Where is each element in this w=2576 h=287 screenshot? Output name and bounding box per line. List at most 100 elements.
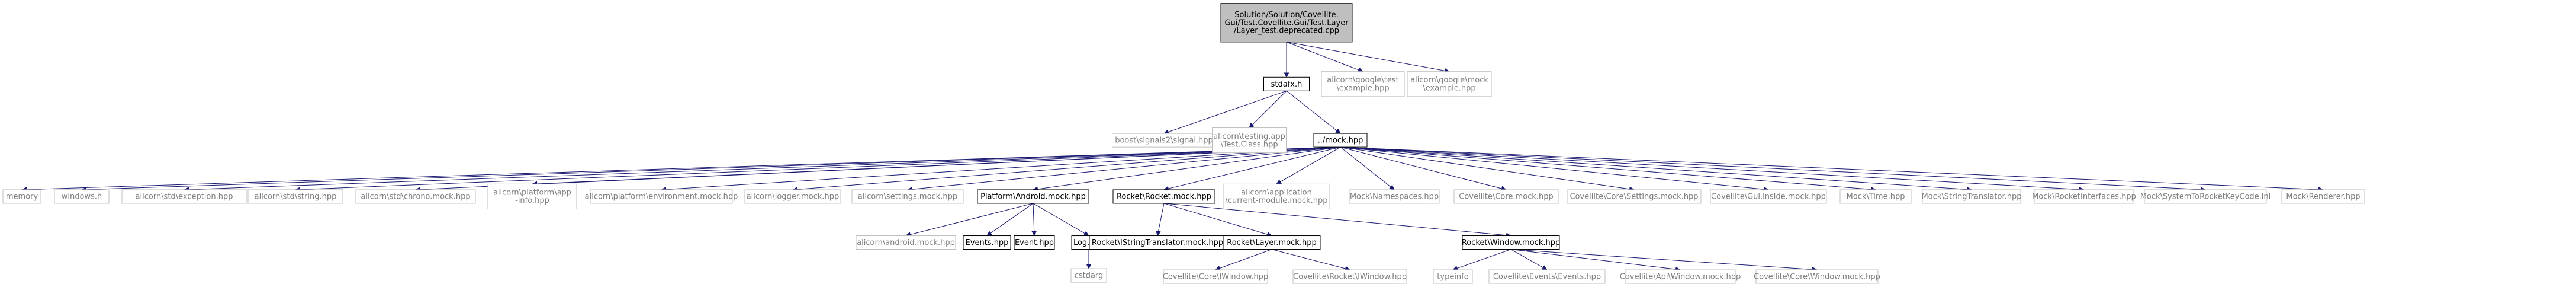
edge-mock-to-curmodule <box>1276 146 1341 184</box>
node-box-exception <box>121 189 247 204</box>
node-label-logger-line-0: alicorn\logger.mock.hpp <box>747 192 840 201</box>
node-chrono: alicorn\std\chrono.mock.hpp <box>355 189 476 204</box>
node-label-iwindowcore-line-0: Covellite\Core\IWindow.hpp <box>1163 273 1268 282</box>
node-label-istrtrans-line-0: Rocket\IStringTranslator.mock.hpp <box>1092 238 1223 247</box>
edge-mock-to-settings <box>908 146 1341 190</box>
node-mock[interactable]: ../mock.hpp <box>1313 133 1368 148</box>
edge-mock-to-renderer <box>1340 146 2323 190</box>
node-box-windows <box>54 189 110 204</box>
edge-mock-to-memory <box>22 146 1341 190</box>
edge-root-to-gtest <box>1286 42 1363 72</box>
node-curmodule: alicorn\application\current-module.mock.… <box>1223 183 1330 210</box>
node-label-iwindowrocket-line-0: Covellite\Rocket\IWindow.hpp <box>1293 273 1407 282</box>
nodes-layer: Solution/Solution/Covellite.Gui/Test.Cov… <box>2 3 2365 284</box>
node-label-appinfo-line-0: alicorn\platform\app <box>493 189 571 197</box>
edge-window-to-eventsevents <box>1510 249 1547 270</box>
node-box-appinfo <box>487 183 577 210</box>
node-renderer: Mock\Renderer.hpp <box>2281 189 2365 204</box>
node-box-gmock <box>1407 71 1492 97</box>
node-box-rocketif <box>2034 189 2134 204</box>
node-guiinside: Covellite\Gui.inside.mock.hpp <box>1710 189 1827 204</box>
node-strtrans: Mock\StringTranslator.hpp <box>1921 189 2022 204</box>
node-label-stdafx-line-0: stdafx.h <box>1271 80 1303 89</box>
edge-mock-to-windows <box>82 146 1341 190</box>
edge-stdafx-to-mock <box>1286 90 1340 133</box>
node-label-memory-line-0: memory <box>6 192 38 201</box>
edge-rocket-to-layer <box>1163 203 1272 236</box>
node-label-gtest-line-1: \example.hpp <box>1336 84 1389 93</box>
node-label-corewindow-line-0: Covellite\Core\Window.mock.hpp <box>1754 273 1880 282</box>
node-box-guiinside <box>1710 189 1827 204</box>
node-label-renderer-line-0: Mock\Renderer.hpp <box>2286 192 2360 201</box>
node-rocket[interactable]: Rocket\Rocket.mock.hpp <box>1112 189 1215 204</box>
node-box-iwindowcore <box>1163 269 1268 284</box>
node-stdafx[interactable]: stdafx.h <box>1263 76 1310 91</box>
node-label-eventsevents-line-0: Covellite\Events\Events.hpp <box>1493 273 1601 282</box>
node-box-corewindow <box>1755 269 1879 284</box>
node-label-events-line-0: Events.hpp <box>966 238 1009 247</box>
node-box-gtest <box>1321 71 1405 97</box>
edge-mock-to-guiinside <box>1340 146 1768 190</box>
node-apiwindow: Covellite\Api\Window.mock.hpp <box>1620 269 1741 284</box>
node-android[interactable]: Platform\Android.mock.hpp <box>977 189 1089 204</box>
node-box-event <box>1014 235 1055 250</box>
node-logger: alicorn\logger.mock.hpp <box>744 189 841 204</box>
node-settings: alicorn\settings.mock.hpp <box>851 189 964 204</box>
node-istrtrans[interactable]: Rocket\IStringTranslator.mock.hpp <box>1089 235 1226 250</box>
node-box-chrono <box>355 189 476 204</box>
node-label-androidmock-line-0: alicorn\android.mock.hpp <box>857 238 955 247</box>
node-box-androidmock <box>856 235 956 250</box>
node-rocketif: Mock\RocketInterfaces.hpp <box>2032 189 2136 204</box>
edge-mock-to-namespaces <box>1340 146 1394 190</box>
node-box-rocket <box>1112 189 1215 204</box>
node-box-keycode <box>2144 189 2267 204</box>
edge-rocket-to-istrtrans <box>1157 203 1165 236</box>
node-cstdarg: cstdarg <box>1070 268 1107 283</box>
node-gtest: alicorn\google\test\example.hpp <box>1321 71 1405 97</box>
node-window[interactable]: Rocket\Window.mock.hpp <box>1462 235 1560 250</box>
node-windows: windows.h <box>54 189 110 204</box>
node-label-guiinside-line-0: Covellite\Gui.inside.mock.hpp <box>1711 192 1826 201</box>
node-label-coremock-line-0: Covellite\Core.mock.hpp <box>1459 192 1553 201</box>
node-label-appinfo-line-1: -info.hpp <box>515 196 549 205</box>
node-box-apiwindow <box>1625 269 1736 284</box>
edge-mock-to-coresettings <box>1340 146 1634 190</box>
node-box-eventsevents <box>1488 269 1606 284</box>
node-label-testclass-line-1: \Test.Class.hpp <box>1220 140 1278 149</box>
node-box-settings <box>851 189 964 204</box>
node-keycode: Mock\SystemToRocketKeyCode.inl <box>2140 189 2271 204</box>
node-label-string-line-0: alicorn\std\string.hpp <box>255 192 337 201</box>
edge-layer-to-iwindowcore <box>1215 249 1272 270</box>
node-label-layer-line-0: Rocket\Layer.mock.hpp <box>1227 238 1316 247</box>
node-events[interactable]: Events.hpp <box>963 235 1011 250</box>
node-label-namespaces-line-0: Mock\Namespaces.hpp <box>1350 192 1439 201</box>
node-label-chrono-line-0: alicorn\std\chrono.mock.hpp <box>361 192 470 201</box>
node-box-coremock <box>1453 189 1559 204</box>
edge-mock-to-strtrans <box>1340 146 1972 190</box>
node-iwindowcore: Covellite\Core\IWindow.hpp <box>1163 269 1268 284</box>
node-root[interactable]: Solution/Solution/Covellite.Gui/Test.Cov… <box>1220 3 1353 43</box>
node-box-environment <box>590 189 733 204</box>
edge-android-to-androidmock <box>906 203 1034 236</box>
node-memory: memory <box>2 189 41 204</box>
node-event[interactable]: Event.hpp <box>1014 235 1055 250</box>
node-environment: alicorn\platform\environment.mock.hpp <box>585 189 738 204</box>
node-label-typeinfo-line-0: typeinfo <box>1437 273 1468 282</box>
node-label-curmodule-line-0: alicorn\application <box>1241 189 1312 197</box>
node-label-root-line-0: Solution/Solution/Covellite. <box>1234 11 1338 20</box>
edge-mock-to-keycode <box>1340 146 2205 190</box>
edge-rocket-to-window <box>1163 203 1511 236</box>
node-box-root <box>1220 3 1353 43</box>
node-label-event-line-0: Event.hpp <box>1015 238 1054 247</box>
node-label-mock-line-0: ../mock.hpp <box>1318 136 1363 145</box>
node-box-logger <box>744 189 841 204</box>
node-box-renderer <box>2281 189 2365 204</box>
node-layer[interactable]: Rocket\Layer.mock.hpp <box>1223 235 1321 250</box>
edge-mock-to-exception <box>184 146 1341 190</box>
node-label-rocketif-line-0: Mock\RocketInterfaces.hpp <box>2032 192 2136 201</box>
node-box-memory <box>2 189 41 204</box>
edge-mock-to-android <box>1033 146 1341 190</box>
node-exception: alicorn\std\exception.hpp <box>121 189 247 204</box>
node-box-string <box>247 189 343 204</box>
node-label-rocket-line-0: Rocket\Rocket.mock.hpp <box>1117 192 1211 201</box>
